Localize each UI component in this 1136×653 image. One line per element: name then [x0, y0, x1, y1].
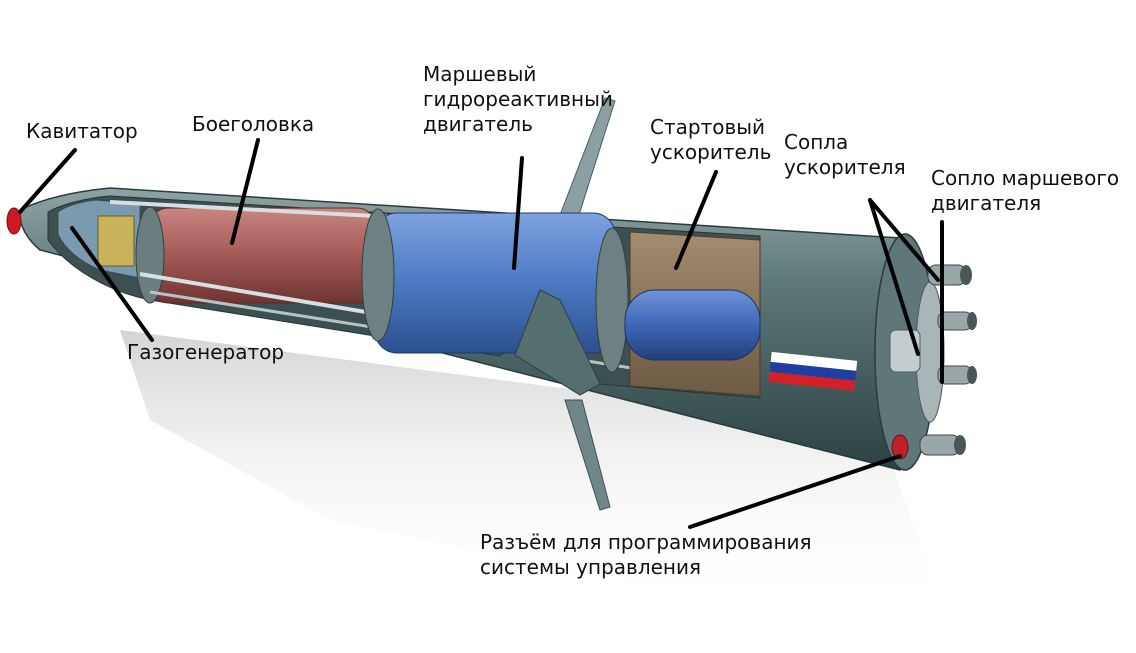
leader-sustainer-engine [512, 156, 524, 270]
warhead-cylinder [149, 207, 376, 304]
label-starting-booster: Стартовый ускоритель [650, 115, 772, 164]
booster-nozzle-4 [919, 434, 966, 456]
cavitator-tip [6, 207, 22, 235]
leader-warhead [230, 138, 260, 245]
leader-starting-booster [674, 170, 718, 270]
booster-nozzle-2 [937, 311, 977, 331]
russian-flag [768, 351, 858, 391]
fin-root [514, 289, 601, 396]
label-programming-connector: Разъём для программирования системы упра… [480, 530, 812, 579]
leader-gas-generator [70, 226, 154, 342]
leader-booster-nozzles-b [868, 198, 920, 356]
ground-shadow [120, 330, 940, 610]
label-sustainer-nozzle: Сопло маршевого двигателя [931, 166, 1120, 215]
gas-generator-block [97, 215, 135, 267]
lower-fin [564, 399, 611, 511]
warhead-cap [135, 206, 165, 304]
booster-nozzle-1 [927, 264, 972, 286]
label-cavitator: Кавитатор [26, 119, 138, 143]
leader-cavitator [18, 148, 77, 214]
booster-nozzle-3 [937, 365, 977, 385]
label-sustainer-engine: Маршевый гидрореактивный двигатель [423, 62, 613, 136]
booster-tube [624, 289, 761, 361]
leader-programming-connector [688, 454, 902, 529]
leader-booster-nozzles-a [868, 198, 940, 282]
programming-connector [891, 434, 909, 460]
label-booster-nozzles: Сопла ускорителя [784, 130, 906, 179]
label-warhead: Боеголовка [192, 112, 315, 136]
sustainer-engine [374, 212, 616, 354]
engine-front-ring [361, 208, 395, 342]
label-gas-generator: Газогенератор [127, 340, 285, 364]
engine-rear-ring [595, 227, 629, 373]
